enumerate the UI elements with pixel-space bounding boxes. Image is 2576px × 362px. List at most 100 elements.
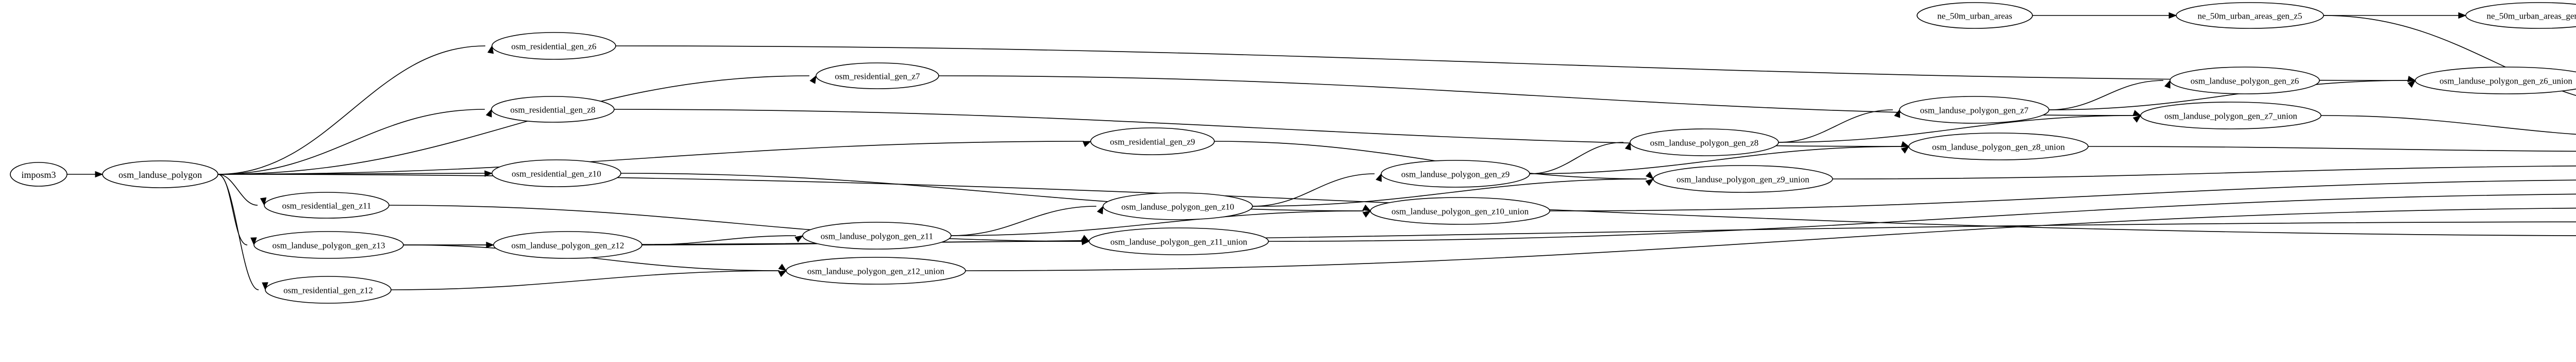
edge-arrowhead	[1362, 210, 1371, 218]
graph-node-imposm3[interactable]: imposm3	[10, 162, 67, 187]
node-label: osm_residential_gen_z10	[512, 169, 601, 179]
edge-arrowhead	[778, 270, 787, 277]
graph-node-osm_landuse_polygon_gen_z10[interactable]: osm_landuse_polygon_gen_z10	[1103, 192, 1253, 220]
node-label: osm_landuse_polygon_gen_z13	[272, 241, 385, 251]
node-shape	[10, 162, 67, 187]
node-shape	[1089, 227, 1269, 255]
edge-arrowhead	[250, 237, 257, 246]
graph-node-osm_residential_gen_z6[interactable]: osm_residential_gen_z6	[492, 32, 616, 60]
edge-line	[2088, 146, 2576, 152]
edge-line	[1252, 178, 1647, 207]
graph-node-osm_landuse_polygon_gen_z13[interactable]: osm_landuse_polygon_gen_z13	[253, 231, 404, 259]
node-label: osm_landuse_polygon_gen_z8	[1650, 138, 1759, 148]
edge-line	[217, 141, 1084, 175]
graph-edge-osm_residential_gen_z9--osm_landuse_polygon_gen_z9_union	[1214, 141, 1654, 179]
graph-edge-osm_landuse_polygon--osm_residential_gen_z6	[217, 45, 494, 175]
node-label: osm_residential_gen_z6	[511, 42, 596, 52]
node-shape	[492, 32, 616, 60]
graph-node-osm_landuse_polygon_gen_z8_union[interactable]: osm_landuse_polygon_gen_z8_union	[1908, 133, 2089, 160]
graph-node-osm_landuse_polygon_gen_z9_union[interactable]: osm_landuse_polygon_gen_z9_union	[1653, 165, 1833, 193]
graph-edge-imposm3--osm_landuse_polygon	[67, 171, 104, 178]
node-shape	[493, 231, 642, 259]
graph-node-osm_landuse_polygon_gen_z11_union[interactable]: osm_landuse_polygon_gen_z11_union	[1089, 227, 1269, 255]
edge-arrowhead	[2132, 110, 2142, 117]
edge-arrowhead	[1097, 205, 1104, 215]
graph-edge-osm_landuse_polygon_gen_z8--osm_landuse_polygon_gen_z7_union	[1778, 115, 2142, 143]
edge-line	[391, 270, 780, 290]
graph-edge-osm_landuse_polygon_gen_z7--osm_landuse_polygon_gen_z6_union	[2048, 80, 2416, 110]
graph-edge-osm_landuse_polygon_gen_z9--osm_landuse_polygon_gen_z8	[1529, 141, 1631, 174]
node-label: osm_landuse_polygon_gen_z8_union	[1932, 142, 2065, 152]
edge-line	[2320, 115, 2576, 135]
node-shape	[2170, 67, 2320, 94]
graph-node-osm_landuse_polygon_gen_z7[interactable]: osm_landuse_polygon_gen_z7	[1899, 96, 2049, 124]
graph-edge-osm_landuse_polygon_gen_z8_union--layer_landuse_z8	[2088, 146, 2576, 152]
graph-node-osm_residential_gen_z8[interactable]: osm_residential_gen_z8	[491, 96, 615, 123]
graph-node-osm_landuse_polygon_gen_z8[interactable]: osm_landuse_polygon_gen_z8	[1630, 128, 1779, 156]
graph-node-osm_landuse_polygon_gen_z6_union[interactable]: osm_landuse_polygon_gen_z6_union	[2415, 67, 2576, 94]
edge-arrowhead	[1624, 141, 1631, 151]
graph-node-ne_50m_urban_areas[interactable]: ne_50m_urban_areas	[1917, 2, 2033, 29]
edge-arrowhead	[1362, 204, 1371, 211]
graph-node-osm_landuse_polygon_gen_z6[interactable]: osm_landuse_polygon_gen_z6	[2170, 67, 2320, 94]
node-label: osm_landuse_polygon_gen_z10_union	[1392, 207, 1529, 217]
edge-line	[1529, 142, 1624, 174]
graph-node-osm_residential_gen_z12[interactable]: osm_residential_gen_z12	[265, 276, 392, 304]
graph-node-osm_landuse_polygon_gen_z12[interactable]: osm_landuse_polygon_gen_z12	[493, 231, 642, 259]
nodes-layer: imposm3 osm_landuse_polygon osm_residentia…	[10, 2, 2576, 304]
node-shape	[102, 160, 218, 188]
node-label: osm_landuse_polygon_gen_z11	[821, 232, 933, 241]
edge-arrowhead	[1894, 109, 1901, 118]
graph-node-osm_landuse_polygon_gen_z11[interactable]: osm_landuse_polygon_gen_z11	[802, 222, 952, 250]
graph-node-osm_residential_gen_z11[interactable]: osm_residential_gen_z11	[264, 192, 389, 219]
node-shape	[1370, 197, 1550, 225]
node-label: osm_landuse_polygon	[118, 170, 202, 180]
edge-line	[951, 206, 1097, 236]
node-label: osm_residential_gen_z9	[1110, 137, 1195, 147]
edge-line	[965, 207, 2576, 271]
edge-arrowhead	[484, 170, 493, 177]
graph-node-osm_landuse_polygon[interactable]: osm_landuse_polygon	[102, 160, 218, 188]
graph-node-osm_residential_gen_z10[interactable]: osm_residential_gen_z10	[492, 159, 621, 187]
node-label: ne_50m_urban_areas	[1937, 11, 2012, 21]
node-label: osm_landuse_polygon_gen_z10	[1121, 202, 1234, 212]
graph-edge-osm_landuse_polygon--osm_landuse_polygon_gen_z13	[217, 174, 257, 246]
node-label: osm_residential_gen_z12	[283, 286, 373, 295]
graph-edge-osm_residential_gen_z12--osm_landuse_polygon_gen_z12_union	[391, 270, 787, 290]
node-label: osm_residential_gen_z8	[510, 105, 595, 115]
graph-edge-osm_landuse_polygon--osm_residential_gen_z12	[217, 174, 268, 291]
graph-node-osm_residential_gen_z9[interactable]: osm_residential_gen_z9	[1090, 127, 1215, 155]
node-shape	[1917, 2, 2033, 29]
edge-arrowhead	[778, 264, 787, 271]
edge-arrowhead	[1901, 141, 1910, 147]
graph-edge-osm_landuse_polygon_gen_z10--osm_landuse_polygon_gen_z9	[1252, 173, 1382, 207]
node-shape	[1103, 192, 1253, 220]
graph-node-ne_50m_urban_areas_gen_z5[interactable]: ne_50m_urban_areas_gen_z5	[2176, 2, 2324, 29]
edge-arrowhead	[2164, 79, 2171, 89]
edge-line	[217, 75, 810, 175]
graph-node-osm_landuse_polygon_gen_z10_union[interactable]: osm_landuse_polygon_gen_z10_union	[1370, 197, 1550, 225]
graph-edge-osm_landuse_polygon_gen_z10_union--layer_landuse_z10	[1549, 179, 2576, 211]
graph-edge-osm_residential_gen_z6--osm_landuse_polygon_gen_z6_union	[615, 45, 2416, 83]
edge-arrowhead	[809, 75, 817, 84]
node-label: osm_landuse_polygon_gen_z6	[2191, 76, 2299, 86]
node-label: osm_landuse_polygon_gen_z12_union	[807, 267, 945, 276]
node-shape	[1653, 165, 1833, 193]
graph-node-osm_residential_gen_z7[interactable]: osm_residential_gen_z7	[816, 62, 939, 89]
edge-arrowhead	[1376, 173, 1382, 182]
edge-line	[403, 221, 2576, 245]
edge-line	[1778, 115, 2134, 143]
edge-line	[2323, 15, 2576, 96]
graph-node-osm_landuse_polygon_gen_z7_union[interactable]: osm_landuse_polygon_gen_z7_union	[2140, 102, 2321, 129]
graph-node-osm_landuse_polygon_gen_z12_union[interactable]: osm_landuse_polygon_gen_z12_union	[786, 257, 966, 285]
graph-node-osm_landuse_polygon_gen_z9[interactable]: osm_landuse_polygon_gen_z9	[1381, 160, 1530, 188]
node-shape	[802, 222, 952, 250]
node-shape	[2176, 2, 2324, 29]
edge-line	[2048, 80, 2409, 110]
node-shape	[1899, 96, 2049, 124]
edge-line	[217, 45, 486, 175]
graph-node-ne_50m_urban_areas_gen_z4[interactable]: ne_50m_urban_areas_gen_z4	[2465, 2, 2576, 29]
edge-line	[388, 205, 1083, 242]
